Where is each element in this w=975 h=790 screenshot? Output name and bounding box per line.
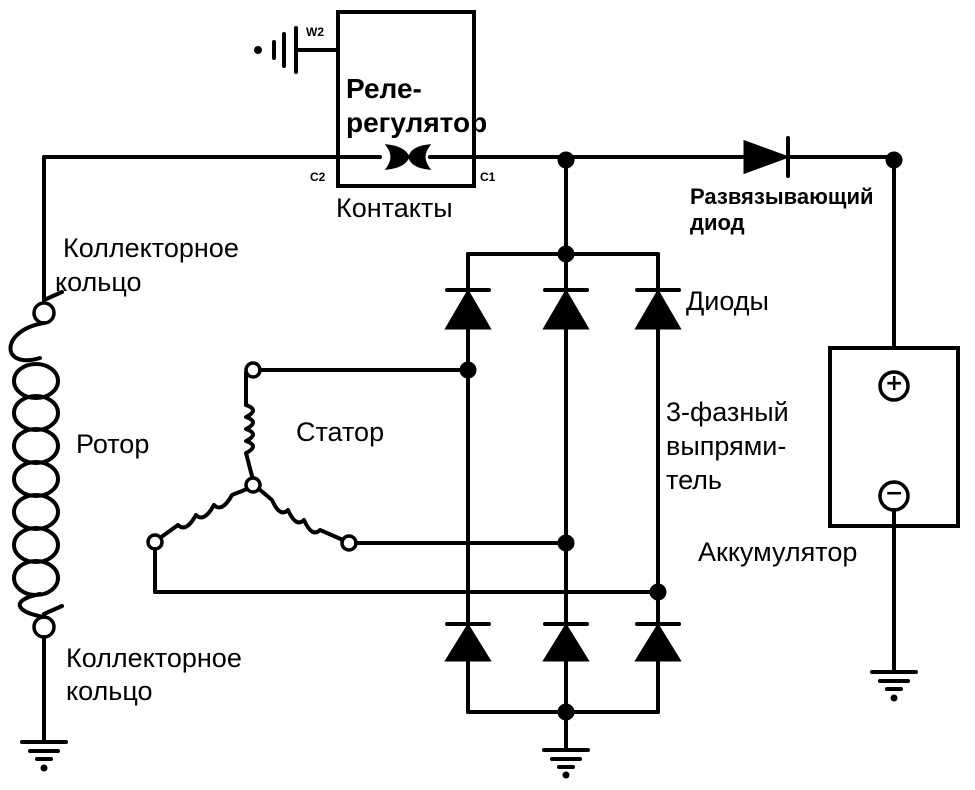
rectifier-diode-upper xyxy=(634,288,682,330)
slip-ring-bottom-label-line1: Коллекторное xyxy=(66,643,242,673)
regulator-pin-w2: W2 xyxy=(306,25,324,39)
battery-label: Аккумулятор xyxy=(698,537,858,567)
bridge-junctions xyxy=(459,245,667,721)
battery-symbol xyxy=(828,158,960,674)
regulator-pin-c2: C2 xyxy=(310,170,326,184)
rectifier-diode-lower xyxy=(542,622,590,662)
decoupling-diode-symbol xyxy=(743,136,896,178)
battery-minus-sign: − xyxy=(885,481,904,506)
slip-ring-bottom-label-line2: кольцо xyxy=(66,676,153,706)
decoupling-diode-label-line1: Развязывающий xyxy=(690,184,874,209)
rotor-label: Ротор xyxy=(76,429,150,459)
ground-symbol xyxy=(20,740,68,772)
rotor-coil xyxy=(8,321,60,619)
stator-winding xyxy=(146,361,358,552)
stator-label: Статор xyxy=(296,417,385,447)
regulator-label-line1: Реле- xyxy=(346,73,422,104)
ground-symbol xyxy=(542,748,590,779)
rectifier-label-line2: выпрями- xyxy=(666,431,787,461)
regulator-pin-c1: C1 xyxy=(480,170,496,184)
rectifier-label-line3: тель xyxy=(666,465,723,495)
battery-plus-sign: + xyxy=(885,371,904,396)
w2-capacitor-symbol xyxy=(254,26,340,74)
ground-symbol xyxy=(870,670,918,702)
rectifier-label-line1: 3-фазный xyxy=(666,397,789,427)
regulator-contacts xyxy=(42,144,747,170)
slip-ring-top-label-line2: кольцо xyxy=(55,267,142,297)
rectifier-diode-lower xyxy=(444,622,492,662)
rectifier-diode-upper xyxy=(444,288,492,330)
decoupling-diode-label-line2: диод xyxy=(690,210,745,235)
diodes-label: Диоды xyxy=(686,286,769,316)
regulator-label-line2: регулятор xyxy=(346,107,488,138)
stator-connections xyxy=(153,368,660,594)
slip-ring-top-label-line1: Коллекторное xyxy=(63,233,239,263)
rectifier-diode-upper xyxy=(542,288,590,330)
rectifier-diode-lower xyxy=(634,622,682,662)
regulator-contacts-label: Контакты xyxy=(336,193,453,223)
